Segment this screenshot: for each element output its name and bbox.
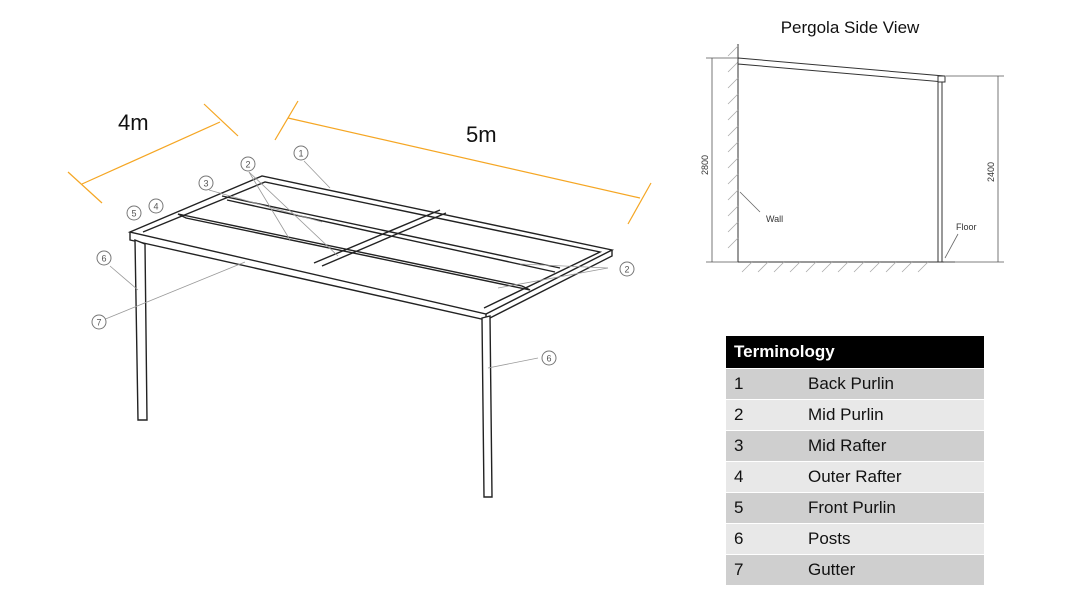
length-dimension-label: 5m [466, 122, 497, 147]
side-post [937, 81, 943, 263]
pergola-perspective-drawing: 1 2 3 4 5 2 6 7 6 [67, 100, 652, 498]
table-row: 2 Mid Purlin [726, 399, 984, 431]
svg-text:1: 1 [298, 149, 303, 159]
terminology-table: Terminology 1 Back Purlin 2 Mid Purlin 3… [726, 336, 984, 585]
floor-label: Floor [956, 222, 977, 232]
term-number: 3 [726, 430, 800, 462]
callout-6-left: 6 [96, 250, 112, 266]
posts [134, 238, 493, 498]
callout-5: 5 [126, 205, 142, 221]
svg-text:3: 3 [203, 179, 208, 189]
term-number: 2 [726, 399, 800, 431]
callout-3: 3 [198, 175, 214, 191]
post-height-label: 2400 [986, 162, 996, 182]
callout-1: 1 [293, 145, 309, 161]
svg-text:4: 4 [153, 202, 158, 212]
callout-6-right: 6 [541, 350, 557, 366]
term-name: Gutter [800, 554, 984, 585]
svg-text:2: 2 [624, 265, 629, 275]
table-header-row: Terminology [726, 336, 984, 369]
floor [738, 261, 955, 273]
callout-7: 7 [91, 314, 107, 330]
wall-label: Wall [766, 214, 783, 224]
svg-text:6: 6 [101, 254, 106, 264]
term-number: 4 [726, 461, 800, 493]
term-number: 7 [726, 554, 800, 585]
wall-height-dimension [706, 57, 738, 263]
table-header: Terminology [726, 336, 984, 369]
table-row: 5 Front Purlin [726, 492, 984, 524]
callout-leaders [102, 160, 609, 369]
callout-4: 4 [148, 198, 164, 214]
table-row: 7 Gutter [726, 554, 984, 585]
term-number: 1 [726, 368, 800, 400]
roof-frame [127, 175, 615, 321]
svg-text:6: 6 [546, 354, 551, 364]
post-height-dimension [944, 75, 1004, 263]
term-name: Back Purlin [800, 368, 984, 400]
svg-text:2: 2 [245, 160, 250, 170]
width-dimension-label: 4m [118, 110, 149, 135]
table-row: 3 Mid Rafter [726, 430, 984, 462]
callout-2-top: 2 [240, 156, 256, 172]
term-name: Mid Purlin [800, 399, 984, 431]
svg-text:5: 5 [131, 209, 136, 219]
table-row: 6 Posts [726, 523, 984, 555]
wall-height-label: 2800 [700, 155, 710, 175]
term-number: 6 [726, 523, 800, 555]
term-number: 5 [726, 492, 800, 524]
term-name: Outer Rafter [800, 461, 984, 493]
svg-text:7: 7 [96, 318, 101, 328]
term-name: Mid Rafter [800, 430, 984, 462]
callout-2-right: 2 [619, 261, 635, 277]
side-view-title: Pergola Side View [780, 18, 920, 37]
side-roof [737, 57, 946, 83]
term-name: Posts [800, 523, 984, 555]
dimension-lines [67, 100, 652, 225]
table-row: 1 Back Purlin [726, 368, 984, 400]
wall [727, 44, 739, 262]
table-row: 4 Outer Rafter [726, 461, 984, 493]
term-name: Front Purlin [800, 492, 984, 524]
